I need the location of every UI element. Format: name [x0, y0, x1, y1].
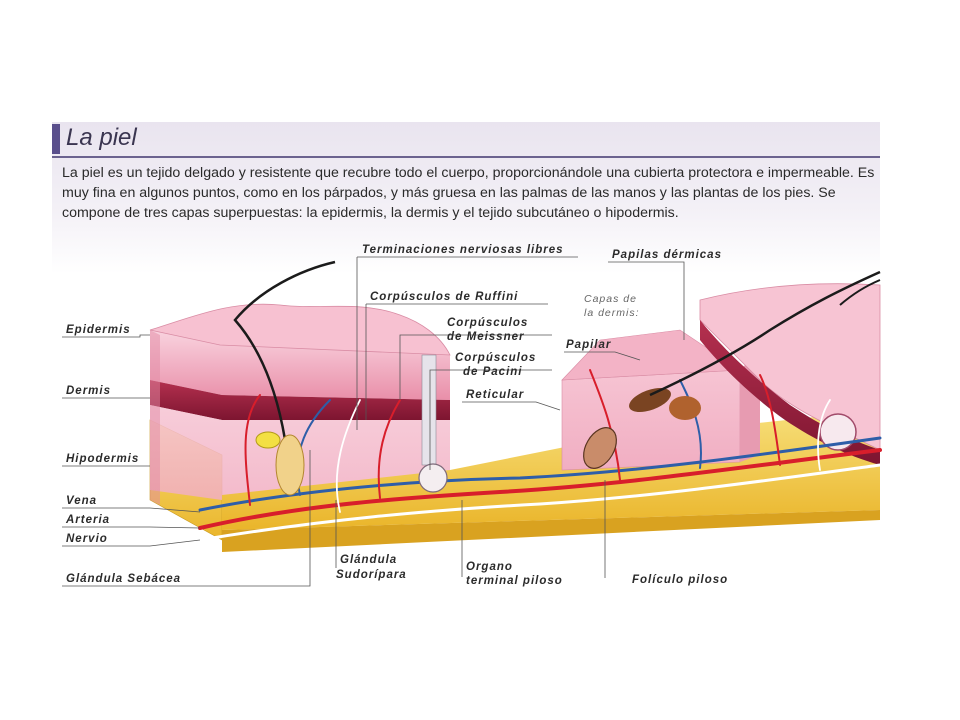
label-organo-line2: terminal piloso [466, 575, 563, 587]
sweat-gland-coil [418, 463, 448, 493]
label-foliculo: Folículo piloso [632, 574, 728, 586]
label-glandula-sebacea: Glándula Sebácea [66, 573, 181, 585]
label-capas-line2: la dermis: [584, 307, 640, 319]
hair-follicle-left [275, 434, 305, 496]
hair-shaft-left [233, 260, 336, 481]
label-pacini-line1: Corpúsculos [455, 352, 536, 364]
sebaceous-gland-mid [669, 396, 701, 420]
vein-main [198, 436, 882, 512]
label-meissner-line1: Corpúsculos [447, 317, 528, 329]
hair-shaft-right [649, 270, 881, 397]
label-arteria: Arteria [65, 514, 110, 526]
label-dermis: Dermis [66, 385, 111, 397]
label-pacini-line2: de Pacini [463, 366, 523, 378]
nerve-branch-1 [335, 399, 361, 513]
left-block-front-epidermis [150, 330, 450, 400]
label-sudoripara-line2: Sudorípara [336, 569, 407, 581]
pacini-corpuscle-mid [583, 427, 617, 469]
intro-text: La piel es un tejido delgado y resistent… [62, 165, 875, 221]
label-epidermis: Epidermis [66, 324, 131, 336]
leader-lines [62, 256, 685, 587]
artery-branch-2 [377, 399, 401, 499]
label-ruffini: Corpúsculos de Ruffini [370, 291, 518, 303]
artery-main [198, 448, 882, 530]
label-organo-line1: Organo [466, 561, 513, 573]
page-title: La piel [66, 124, 137, 151]
nerve-main [198, 463, 882, 542]
left-block-top-surface [149, 303, 451, 356]
left-block-front-dermis [150, 380, 450, 420]
label-hipodermis: Hipodermis [66, 453, 139, 465]
label-vena: Vena [66, 495, 97, 507]
title-accent-bar [52, 124, 60, 154]
artery-branch-1 [244, 394, 261, 506]
label-meissner-line2: de Meissner [447, 331, 524, 343]
mid-block-top [561, 329, 741, 381]
hair-shaft-right-2 [839, 279, 881, 306]
label-nervio: Nervio [66, 533, 108, 545]
label-sudoripara-line1: Glándula [340, 554, 397, 566]
label-papilas: Papilas dérmicas [612, 249, 722, 261]
label-papilar: Papilar [566, 339, 611, 351]
artery-branch-3 [589, 369, 621, 481]
hair-follicle-mid [629, 387, 671, 413]
right-pacini-corpuscle [819, 413, 857, 451]
left-block-corner [150, 330, 160, 505]
label-terminaciones: Terminaciones nerviosas libres [362, 244, 564, 256]
sweat-gland-duct [421, 354, 437, 466]
title-rule [52, 156, 880, 158]
hypodermis-slab-front [222, 510, 880, 552]
nerve-branch-2 [817, 399, 831, 471]
label-capas-line1: Capas de [584, 293, 637, 305]
sebaceous-gland [255, 431, 281, 449]
label-reticular: Reticular [466, 389, 524, 401]
artery-branch-4 [759, 374, 781, 466]
vein-branch-2 [679, 379, 702, 469]
